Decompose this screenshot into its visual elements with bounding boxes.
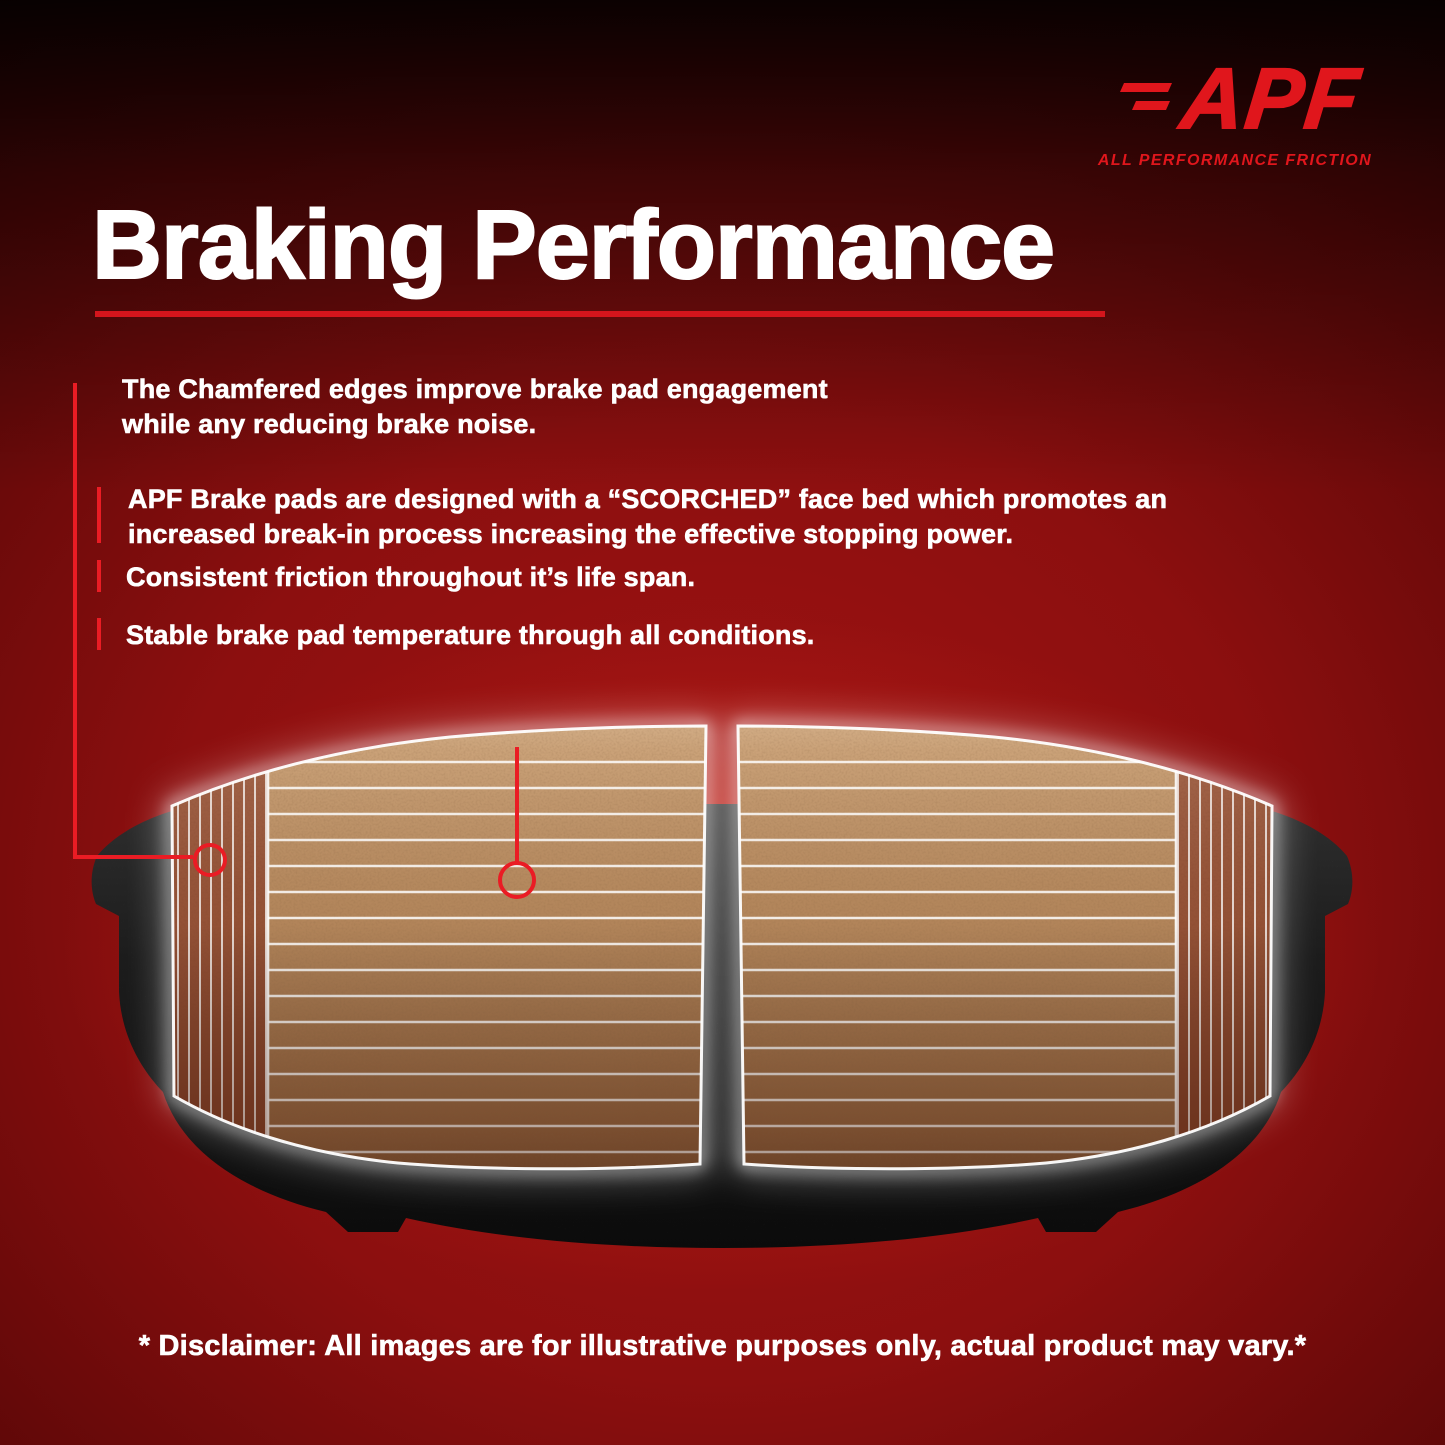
- callout-circle-chamfer: [193, 843, 227, 877]
- speed-lines-icon: [1120, 83, 1172, 110]
- bullet-chamfered-edges: The Chamfered edges improve brake pad en…: [122, 374, 828, 440]
- title-underline: [95, 311, 1105, 317]
- callout-circle-face: [498, 861, 536, 899]
- apf-logo: APF ALL PERFORMANCE FRICTION: [1085, 50, 1385, 170]
- disclaimer-text: * Disclaimer: All images are for illustr…: [138, 1330, 1307, 1363]
- apf-tagline: ALL PERFORMANCE FRICTION: [1097, 152, 1373, 169]
- page-title: Braking Performance: [91, 190, 1056, 299]
- bullet-consistent-friction: Consistent friction throughout it’s life…: [126, 562, 696, 593]
- callout-line-chamfer: [73, 383, 193, 859]
- apf-logo-text: APF: [1176, 50, 1366, 148]
- bullet-stable-temperature: Stable brake pad temperature through all…: [126, 620, 815, 651]
- bullet-scorched-face: APF Brake pads are designed with a “SCOR…: [128, 484, 1168, 550]
